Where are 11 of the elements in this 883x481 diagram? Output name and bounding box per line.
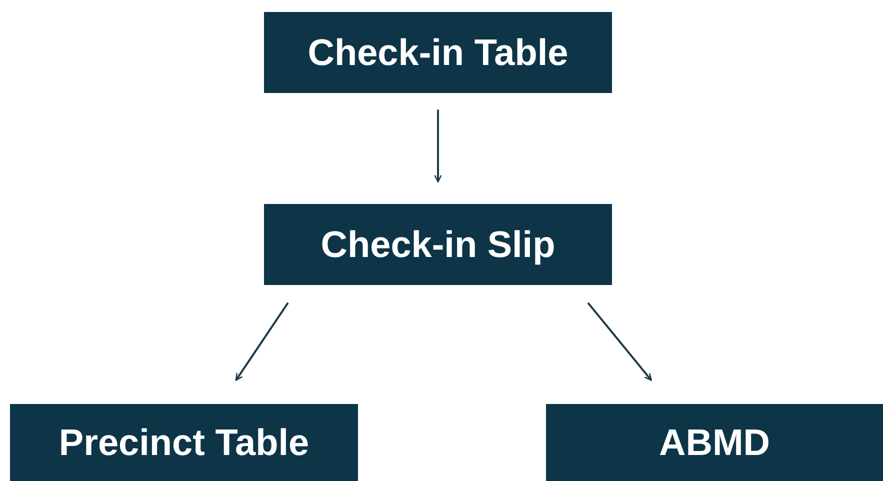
box-label: Check-in Slip xyxy=(320,226,556,263)
arrow xyxy=(235,302,289,381)
process-box xyxy=(10,404,358,481)
box-label: Precinct Table xyxy=(58,424,310,461)
box-label: Check-in Table xyxy=(308,34,568,71)
process-box xyxy=(264,204,612,285)
process-box xyxy=(264,12,612,93)
process-box xyxy=(546,404,883,481)
arrow xyxy=(434,110,442,182)
arrow xyxy=(587,302,652,381)
box-label: ABMD xyxy=(659,424,770,461)
